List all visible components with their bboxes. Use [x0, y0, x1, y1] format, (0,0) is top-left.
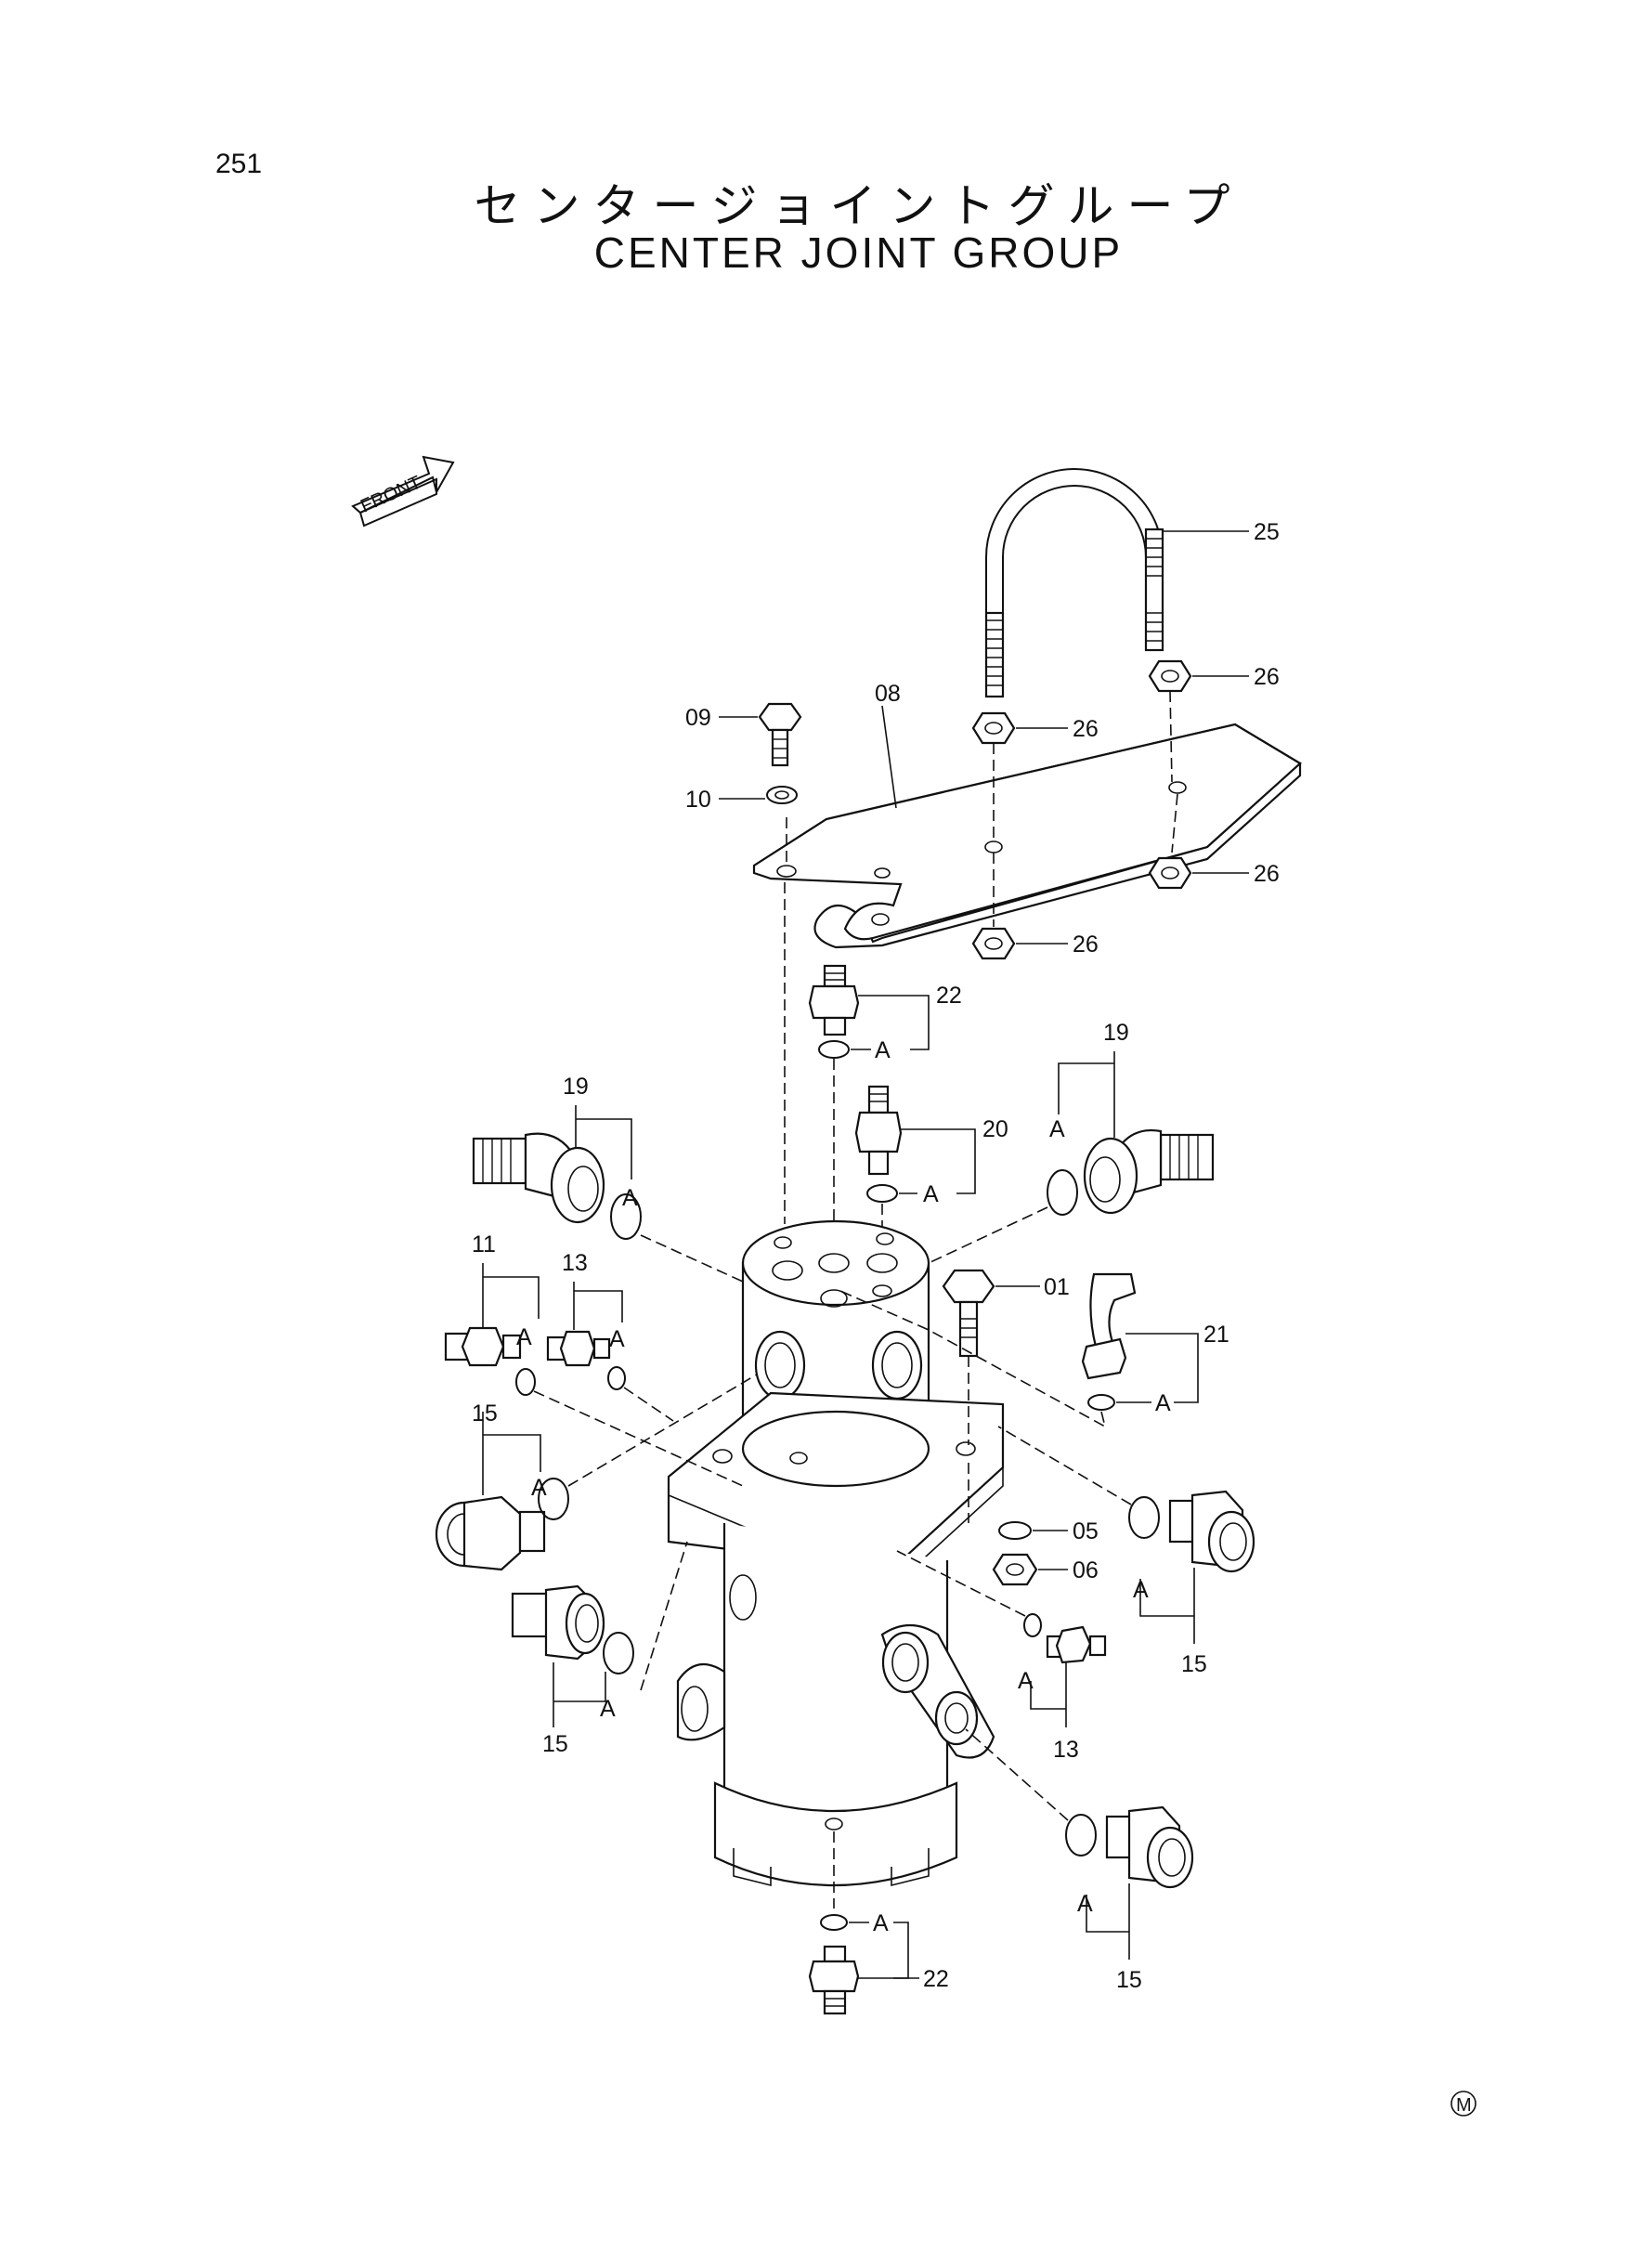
callout-26-a: 26	[1254, 664, 1280, 690]
callout-06: 06	[1073, 1557, 1099, 1583]
callout-a-12: A	[1077, 1891, 1093, 1917]
callout-22-a: 22	[936, 983, 962, 1009]
callout-a-8: A	[531, 1475, 547, 1501]
nut-26-right	[1148, 856, 1192, 890]
fitting-22-top	[808, 964, 860, 1036]
m-mark-icon: M	[1450, 2091, 1476, 2117]
callout-22-b: 22	[923, 1966, 949, 1992]
callout-a-5: A	[1049, 1116, 1065, 1142]
callout-15-a: 15	[472, 1401, 498, 1427]
o-ring-15-left-lower	[603, 1632, 634, 1674]
o-ring-19-right	[1047, 1169, 1078, 1216]
bolt-01	[942, 1269, 995, 1358]
washer-10	[766, 786, 798, 804]
nut-26-top-right	[1148, 659, 1192, 693]
nut-26-top-left	[971, 711, 1016, 745]
callout-09: 09	[685, 705, 711, 731]
center-joint-body	[667, 1219, 1005, 1887]
washer-05	[998, 1521, 1032, 1540]
bracket-plate	[752, 723, 1302, 949]
callout-01: 01	[1044, 1274, 1070, 1300]
o-ring-22-top	[818, 1040, 850, 1059]
o-ring-11	[515, 1368, 536, 1396]
callout-a-1: A	[875, 1037, 891, 1063]
callout-21: 21	[1203, 1322, 1229, 1348]
callout-a-13: A	[873, 1910, 889, 1936]
fitting-13-left	[546, 1330, 611, 1367]
fitting-15-left-lower	[511, 1584, 605, 1661]
elbow-19-left	[472, 1132, 605, 1224]
title-japanese: センタージョイントグループ	[474, 179, 1243, 233]
fitting-15-left-upper	[435, 1495, 546, 1571]
front-label: FRONT	[358, 472, 424, 516]
fitting-11	[444, 1326, 522, 1367]
callout-a-9: A	[600, 1696, 616, 1722]
callout-15-b: 15	[542, 1731, 568, 1757]
callout-26-c: 26	[1254, 861, 1280, 887]
elbow-19-right	[1083, 1129, 1215, 1215]
mark-letter: M	[1456, 2095, 1472, 2116]
fitting-22-bottom	[808, 1945, 860, 2015]
callout-13-a: 13	[562, 1250, 588, 1276]
fitting-15-right-upper	[1168, 1490, 1255, 1573]
o-ring-22-bottom	[820, 1914, 848, 1931]
fitting-20	[854, 1085, 903, 1176]
callout-08: 08	[875, 681, 901, 707]
callout-a-11: A	[1018, 1668, 1034, 1694]
title-english: CENTER JOINT GROUP	[593, 228, 1124, 277]
callout-26-d: 26	[1073, 932, 1099, 958]
callout-20: 20	[982, 1116, 1008, 1142]
o-ring-19-left	[610, 1193, 642, 1240]
callout-05: 05	[1073, 1518, 1099, 1544]
callout-a-7: A	[609, 1326, 625, 1352]
nut-06	[992, 1553, 1038, 1586]
callout-a-10: A	[1133, 1577, 1149, 1603]
nut-26-bottom	[971, 927, 1016, 960]
callout-25: 25	[1254, 519, 1280, 545]
callout-26-b: 26	[1073, 716, 1099, 742]
callout-a-6: A	[516, 1324, 532, 1350]
fitting-13-right	[1046, 1625, 1107, 1664]
fitting-15-right-lower	[1105, 1805, 1194, 1889]
o-ring-15-right-lower	[1065, 1814, 1097, 1857]
callout-10: 10	[685, 787, 711, 813]
o-ring-15-left-upper	[538, 1478, 569, 1520]
o-ring-13-left	[607, 1366, 626, 1390]
u-bolt	[984, 468, 1164, 698]
callout-15-c: 15	[1181, 1651, 1207, 1677]
callout-13-b: 13	[1053, 1737, 1079, 1763]
bolt-09	[758, 702, 802, 767]
o-ring-20	[866, 1184, 898, 1203]
o-ring-13-right	[1023, 1613, 1042, 1637]
callout-a-4: A	[622, 1185, 638, 1211]
callout-11: 11	[472, 1231, 496, 1257]
callout-a-3: A	[1155, 1390, 1171, 1416]
callout-a-2: A	[923, 1181, 939, 1207]
elbow-21	[1081, 1272, 1137, 1380]
callout-19-b: 19	[1103, 1020, 1129, 1046]
o-ring-15-right-upper	[1128, 1496, 1160, 1539]
page-number: 251	[215, 149, 263, 179]
callout-15-d: 15	[1116, 1967, 1142, 1993]
callout-19-a: 19	[563, 1074, 589, 1100]
front-arrow-icon: FRONT	[351, 455, 455, 528]
o-ring-21	[1087, 1394, 1115, 1411]
